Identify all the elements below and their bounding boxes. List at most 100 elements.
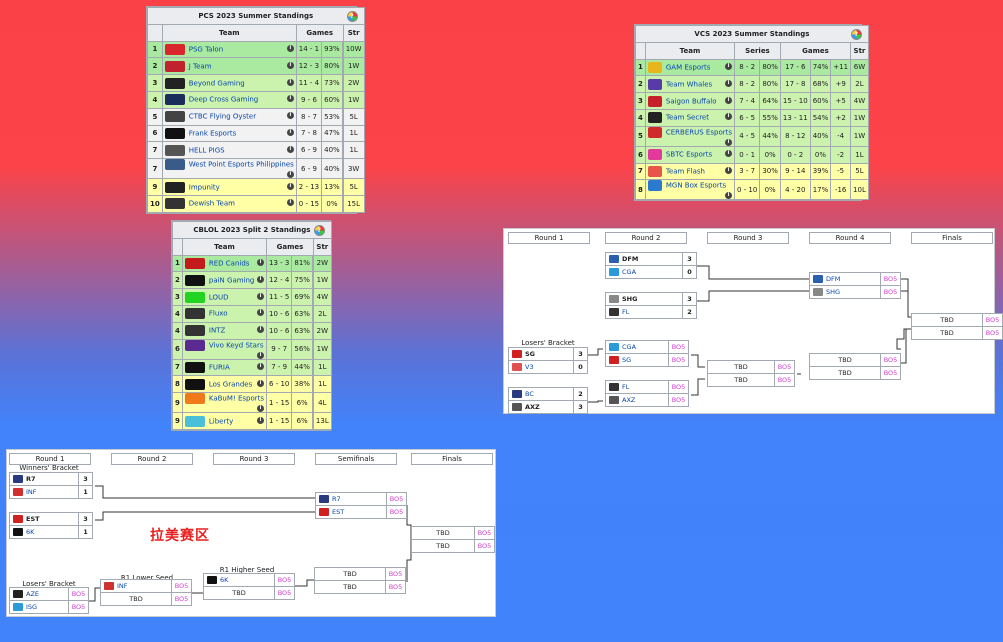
team-name-link[interactable]: V3 [525,363,534,371]
info-icon[interactable]: i [257,258,265,266]
team-name-link[interactable]: ISG [26,603,38,611]
info-icon[interactable]: i [286,128,294,136]
team-name-link[interactable]: Frank Esports [188,129,237,138]
info-icon[interactable]: i [725,96,732,104]
info-icon[interactable]: i [725,138,732,146]
team-name-link[interactable]: HELL PIGS [188,146,225,155]
team-cell[interactable]: Los Grandes i [181,375,268,394]
team-name-link[interactable]: 6K [220,576,229,584]
info-icon[interactable]: i [257,379,265,387]
info-icon[interactable]: i [725,79,732,87]
info-icon[interactable]: i [257,275,265,283]
info-icon[interactable]: i [286,95,294,103]
team-name-link[interactable]: EST [26,515,40,523]
info-icon[interactable]: i [286,171,294,179]
team-name-link[interactable]: CERBERUS Esports [665,128,732,137]
team-cell[interactable]: Liberty i [181,412,268,430]
info-icon[interactable]: i [257,416,265,424]
team-name-link[interactable]: FL [622,308,630,316]
team-name-link[interactable]: KaBuM! Esports [208,394,265,403]
team-name-link[interactable]: Fluxo [208,309,228,318]
info-icon[interactable]: i [725,192,732,200]
team-name-link[interactable]: Los Grandes [208,380,253,389]
team-name-link[interactable]: Liberty [208,417,234,426]
info-icon[interactable]: i [725,150,732,158]
team-name-link[interactable]: SBTC Esports [665,150,713,159]
info-icon[interactable]: i [725,62,732,70]
info-icon[interactable]: i [257,362,265,370]
team-name-link[interactable]: CTBC Flying Oyster [188,112,257,121]
team-name-link[interactable]: AXZ [525,403,540,411]
info-icon[interactable]: i [286,199,294,207]
team-cell[interactable]: HELL PIGS i [161,141,297,160]
team-name-link[interactable]: J Team [188,62,212,71]
info-icon[interactable]: i [286,182,294,190]
team-cell[interactable]: KaBuM! Esports i [181,392,268,414]
team-name-link[interactable]: DFM [622,255,639,263]
team-cell[interactable]: Team Flash i [644,162,736,181]
info-icon[interactable]: i [257,309,265,317]
team-name-link[interactable]: GAM Esports [665,63,711,72]
team-name-link[interactable]: Saigon Buffalo [665,97,717,106]
team-cell[interactable]: GAM Esports i [644,58,736,77]
team-name-link[interactable]: Team Flash [665,167,705,176]
team-name-link[interactable]: SG [622,356,632,364]
team-name-link[interactable]: BC [525,390,534,398]
team-name-link[interactable]: AXZ [622,396,636,404]
team-name-link[interactable]: Team Secret [665,113,709,122]
info-icon[interactable]: i [725,166,732,174]
team-cell[interactable]: Saigon Buffalo i [644,92,736,110]
team-name-link[interactable]: R7 [332,495,341,503]
team-cell[interactable]: Fluxo i [181,304,268,323]
team-name-link[interactable]: SG [525,350,536,358]
team-name-link[interactable]: CGA [622,268,637,276]
team-name-link[interactable]: R7 [26,475,36,483]
info-icon[interactable]: i [257,405,265,413]
info-icon[interactable]: i [286,145,294,153]
team-name-link[interactable]: EST [332,508,345,516]
info-icon[interactable]: i [257,292,265,300]
team-name-link[interactable]: Beyond Gaming [188,79,245,88]
